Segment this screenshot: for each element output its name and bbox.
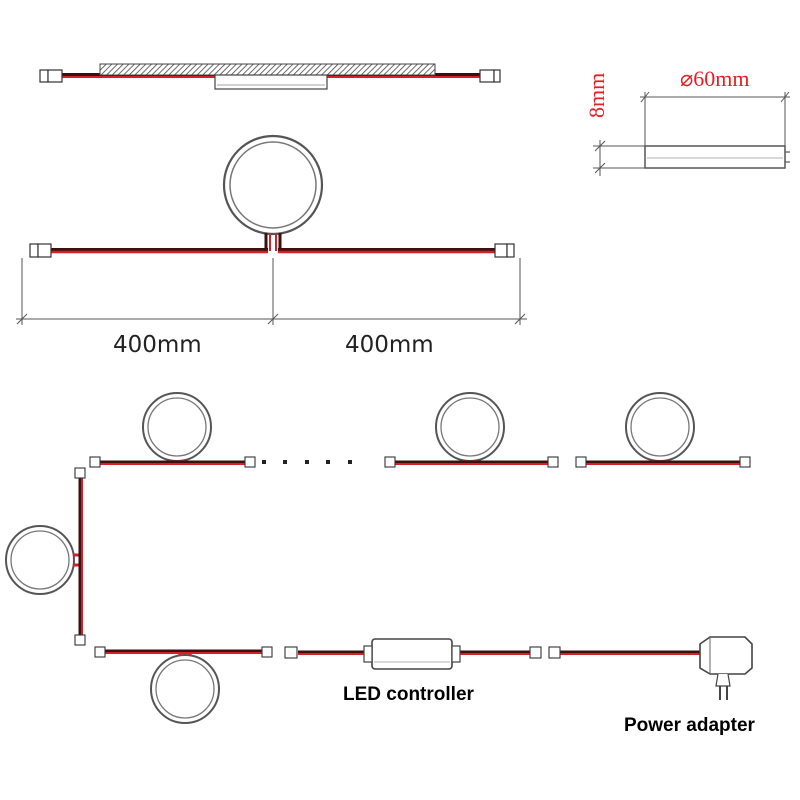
diameter-label: ⌀60mm [680,66,749,91]
wiring-layout: LED controller Power adapter [5,392,756,736]
led-controller [284,638,542,670]
ellipsis-dots [262,460,352,464]
side-connector-left [39,69,63,83]
top-view: 400mm 400mm [16,134,527,358]
wire-connector-right [494,243,515,258]
wire-connector-left [29,243,52,258]
ring-light-1 [89,392,256,468]
ring-light-2 [384,392,559,468]
length-label-left: 400mm [113,332,202,358]
thickness-label: 8mm [584,73,609,118]
length-label-right: 400mm [345,332,434,358]
power-adapter-label: Power adapter [624,715,756,736]
side-connector-right [479,69,501,83]
dimension-view: ⌀60mm 8mm [584,66,790,176]
ring-light-5 [94,646,273,724]
ring-light-3 [575,392,751,468]
side-view [39,63,501,90]
power-adapter [548,636,753,700]
ring-light-4 [5,467,86,646]
led-controller-label: LED controller [343,684,475,705]
